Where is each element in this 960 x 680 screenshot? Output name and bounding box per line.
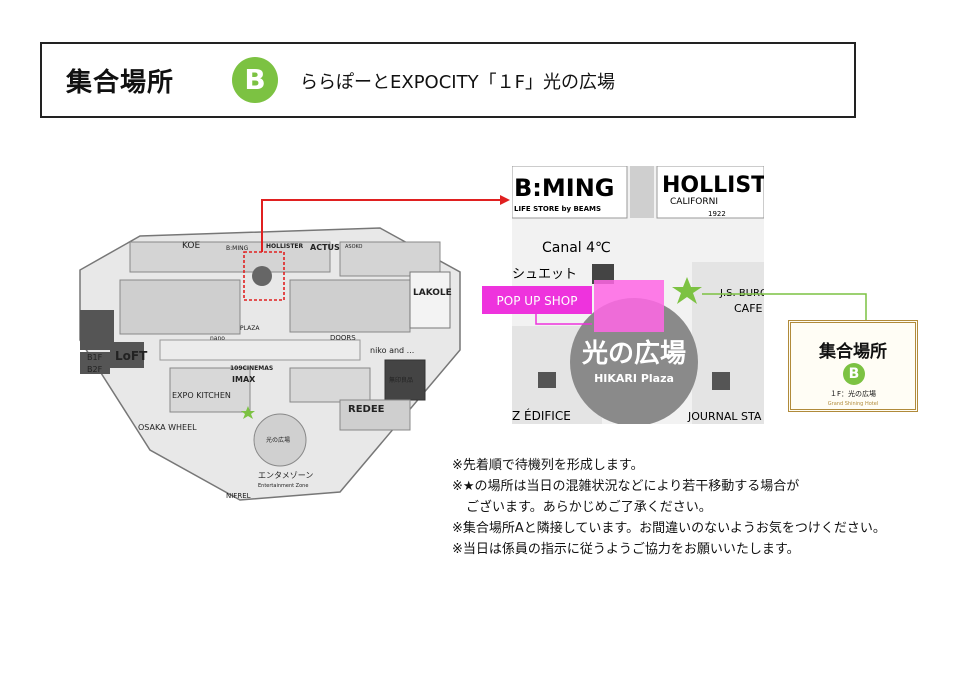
hikari-plaza-label: 光の広場 xyxy=(581,338,686,369)
elevator-icon xyxy=(712,372,730,390)
store-block xyxy=(80,352,110,374)
store-block xyxy=(630,166,654,218)
note-line: ※集合場所Aと隣接しています。お間違いのないようお気をつけください。 xyxy=(452,521,886,536)
meeting-point-card: 集合場所 B １F：光の広場 Grand Shining Hotel xyxy=(788,320,918,412)
notes: ※先着順で待機列を形成します。 ※★の場所は当日の混雑状況などにより若干移動する… xyxy=(452,455,932,560)
store-block xyxy=(169,367,251,413)
store-label-hikari-center: 光の広場 xyxy=(266,436,290,444)
store-label-plaza: PLAZA xyxy=(240,325,260,332)
store-label-expo-kitchen: EXPO KITCHEN xyxy=(172,391,231,400)
hikari-plaza-marker xyxy=(243,251,285,301)
zoom-store-hollister: HOLLIST xyxy=(662,173,764,198)
card-location: １F：光の広場 xyxy=(829,390,877,398)
note-line: ございます。あらかじめご了承ください。 xyxy=(466,500,712,515)
mall-floor-map: KOE B:MING HOLLISTER ACTUS ASOKO LoFT B1… xyxy=(79,227,461,501)
zoom-store-edifice: Z ÉDIFICE xyxy=(512,408,571,423)
zoom-store-hollister-sub: CALIFORNI xyxy=(670,197,718,207)
hikari-plaza-label-en: HIKARI Plaza xyxy=(594,372,674,385)
card-badge: B xyxy=(843,363,865,385)
plaza-circle xyxy=(253,413,307,467)
store-block xyxy=(384,359,426,401)
note-line: ※★の場所は当日の混雑状況などにより若干移動する場合が xyxy=(452,479,800,494)
store-label-redee: REDEE xyxy=(348,404,385,415)
store-label-loft: LoFT xyxy=(115,349,148,363)
zoom-store-journal: JOURNAL STA xyxy=(687,410,762,423)
zoom-store-beaming: B:MING xyxy=(514,174,615,202)
store-label-doors: DOORS xyxy=(330,334,356,342)
zoom-store-canal: Canal 4℃ xyxy=(542,240,611,256)
route-arrowhead xyxy=(500,195,510,205)
note-line: ※当日は係員の指示に従うようご協力をお願いいたします。 xyxy=(452,542,800,557)
popup-area xyxy=(594,280,664,332)
zoom-store-cafe: CAFE xyxy=(734,302,763,315)
store-label-entertainment: エンタメゾーン xyxy=(258,471,313,480)
store-label-b2f: B2F xyxy=(87,365,103,374)
hikari-plaza-dot xyxy=(252,266,272,286)
store-label-hollister: HOLLISTER xyxy=(266,243,304,250)
page-title: 集合場所 xyxy=(66,68,175,98)
store-label-nano: nano xyxy=(210,335,225,342)
store-label-osaka-wheel: OSAKA WHEEL xyxy=(138,423,197,432)
store-label-entertainment-en: Entertainment Zone xyxy=(258,483,308,489)
store-block xyxy=(289,367,371,403)
store-label-asoko: ASOKO xyxy=(345,244,363,250)
store-block xyxy=(656,166,764,219)
location-badge: B xyxy=(232,57,278,103)
store-block xyxy=(80,310,114,350)
store-label-b1f: B1F xyxy=(87,353,103,362)
note-line: ※先着順で待機列を形成します。 xyxy=(452,458,644,473)
store-label-niko: niko and ... xyxy=(370,346,414,355)
store-block xyxy=(339,399,411,431)
store-block xyxy=(119,279,241,335)
header-box: 集合場所 B ららぽーとEXPOCITY「１F」光の広場 xyxy=(40,42,856,118)
store-label-imax: IMAX xyxy=(232,375,256,384)
store-label-lakole: LAKOLE xyxy=(413,288,452,298)
card-hotel: Grand Shining Hotel xyxy=(827,401,879,407)
store-block xyxy=(289,279,411,333)
zoom-map-drawing: 光の広場 HIKARI Plaza B:MING LIFE STORE by B… xyxy=(512,166,764,424)
zoom-store-jsburgers: J.S. BURG xyxy=(719,288,764,299)
store-block xyxy=(409,271,451,329)
page-subtitle: ららぽーとEXPOCITY「１F」光の広場 xyxy=(300,72,615,93)
store-label-nifrel: NIFREL xyxy=(226,492,251,500)
store-label-cinema: 109CINEMAS xyxy=(230,365,273,372)
store-label-beaming: B:MING xyxy=(226,245,249,252)
tv-icon xyxy=(538,372,556,388)
zoom-store-beaming-sub: LIFE STORE by BEAMS xyxy=(514,205,601,213)
store-label-actus: ACTUS xyxy=(310,243,340,252)
store-label-mujirushi: 無印良品 xyxy=(389,376,413,384)
zoom-store-hollister-year: 1922 xyxy=(708,210,726,218)
store-block xyxy=(692,262,764,424)
escalator-icon xyxy=(592,264,614,284)
store-block xyxy=(159,339,361,361)
zoom-store-shop-left: シュエット xyxy=(512,267,577,282)
card-title: 集合場所 xyxy=(819,342,887,362)
store-block xyxy=(110,342,144,368)
store-label-koe: KOE xyxy=(182,241,200,251)
zoom-map: 光の広場 HIKARI Plaza B:MING LIFE STORE by B… xyxy=(512,166,764,424)
store-block xyxy=(512,166,628,219)
